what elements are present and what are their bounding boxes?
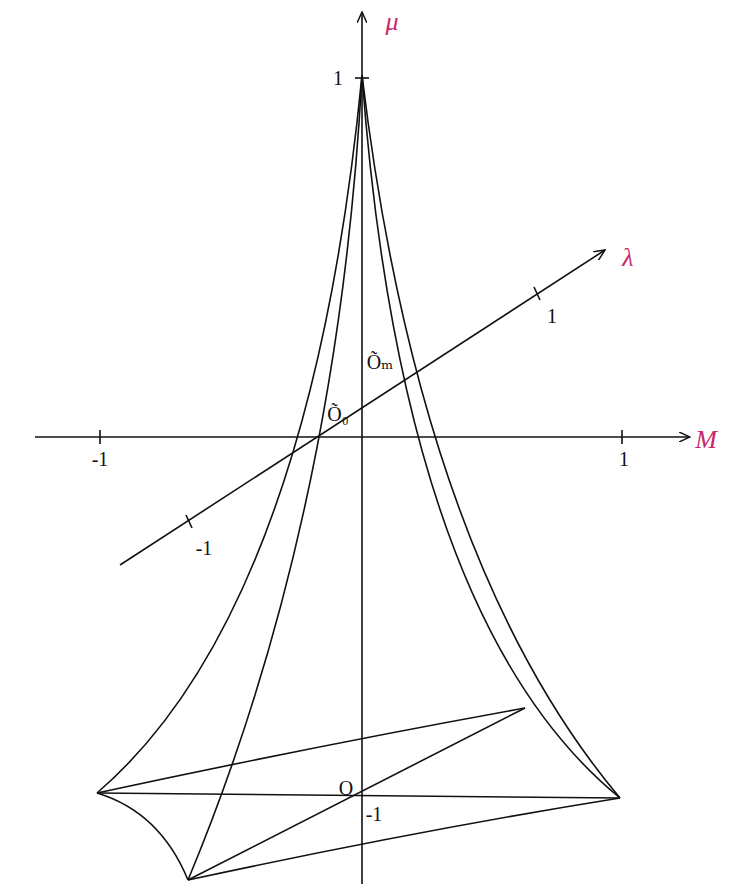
tick-label: -1 [364, 803, 385, 825]
tick-label: -1 [90, 448, 111, 470]
point-label: Õₘ [365, 351, 396, 373]
point-label: O [337, 777, 355, 799]
axis-label: M [693, 426, 719, 454]
tick-label: 1 [545, 305, 559, 327]
axis-label: λ [620, 244, 635, 272]
tick-label: -1 [194, 537, 215, 559]
tick-label: 1 [331, 67, 345, 89]
axis-label: μ [383, 8, 400, 36]
vertical-axis [361, 12, 363, 884]
tick-label: 1 [617, 448, 631, 470]
oblique-axis [120, 250, 605, 565]
horizontal-axis [35, 436, 690, 438]
point-label: Õ₀ [325, 403, 350, 425]
